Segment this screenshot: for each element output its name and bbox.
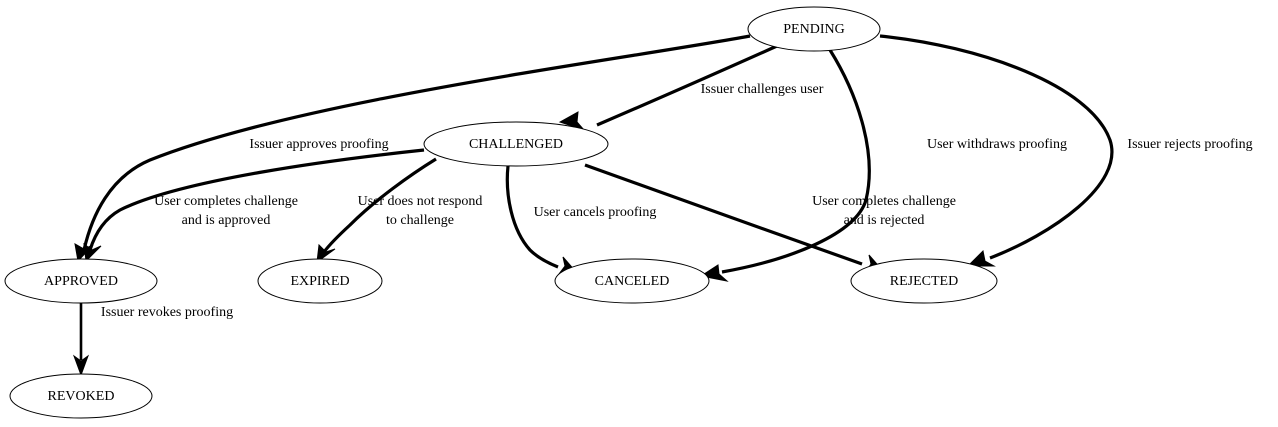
edge-challenged-expired-label-line2: to challenge bbox=[386, 213, 454, 228]
node-pending[interactable]: PENDING bbox=[747, 6, 881, 52]
node-pending-label: PENDING bbox=[783, 22, 844, 37]
node-challenged-label: CHALLENGED bbox=[469, 137, 563, 152]
edge-pending-challenged: Issuer challenges user bbox=[558, 44, 824, 132]
edge-challenged-expired-arrowhead bbox=[316, 243, 336, 264]
node-pending-shape[interactable] bbox=[747, 6, 881, 52]
node-canceled[interactable]: CANCELED bbox=[554, 258, 710, 304]
edge-challenged-expired-path bbox=[322, 157, 437, 253]
node-challenged-shape[interactable] bbox=[423, 121, 609, 167]
edge-challenged-canceled: User cancels proofing bbox=[505, 165, 657, 275]
edge-pending-challenged-label: Issuer challenges user bbox=[701, 82, 824, 97]
edge-approved-revoked: Issuer revokes proofing bbox=[72, 303, 233, 377]
edge-challenged-canceled-label: User cancels proofing bbox=[534, 205, 657, 220]
edge-challenged-approved-label-line2: and is approved bbox=[182, 213, 271, 228]
edge-challenged-rejected-label-line2: and is rejected bbox=[844, 213, 925, 228]
edge-pending-challenged-path bbox=[596, 44, 778, 127]
node-rejected[interactable]: REJECTED bbox=[850, 258, 998, 304]
edge-pending-approved: Issuer approves proofing bbox=[74, 34, 751, 263]
node-expired-label: EXPIRED bbox=[290, 274, 349, 289]
edge-pending-rejected-path bbox=[879, 34, 1114, 260]
node-expired[interactable]: EXPIRED bbox=[257, 258, 383, 304]
edge-pending-rejected-arrowhead bbox=[966, 249, 996, 267]
node-challenged[interactable]: CHALLENGED bbox=[423, 121, 609, 167]
node-rejected-shape[interactable] bbox=[850, 258, 998, 304]
edge-challenged-canceled-path bbox=[505, 165, 559, 269]
edge-approved-revoked-label: Issuer revokes proofing bbox=[101, 305, 233, 320]
edge-pending-approved-path bbox=[82, 34, 751, 251]
edge-pending-canceled-label: User withdraws proofing bbox=[927, 137, 1067, 152]
edge-pending-canceled: User withdraws proofing bbox=[699, 49, 1067, 282]
node-revoked-label: REVOKED bbox=[48, 389, 115, 404]
edge-pending-approved-label: Issuer approves proofing bbox=[249, 137, 388, 152]
edge-challenged-rejected-label-line1: User completes challenge bbox=[812, 194, 956, 209]
edge-challenged-approved-arrowhead bbox=[83, 242, 102, 263]
edge-challenged-rejected-path bbox=[584, 163, 863, 266]
node-revoked-shape[interactable] bbox=[9, 373, 153, 419]
node-rejected-label: REJECTED bbox=[890, 274, 958, 289]
node-expired-shape[interactable] bbox=[257, 258, 383, 304]
edge-challenged-approved-label-line1: User completes challenge bbox=[154, 194, 298, 209]
node-approved[interactable]: APPROVED bbox=[4, 258, 158, 304]
edge-pending-rejected-label: Issuer rejects proofing bbox=[1127, 137, 1252, 152]
node-canceled-shape[interactable] bbox=[554, 258, 710, 304]
edge-approved-revoked-arrowhead bbox=[72, 354, 90, 377]
edge-pending-canceled-path bbox=[721, 49, 871, 274]
node-canceled-label: CANCELED bbox=[595, 274, 670, 289]
edge-pending-rejected: Issuer rejects proofing bbox=[879, 34, 1253, 267]
node-approved-shape[interactable] bbox=[4, 258, 158, 304]
node-approved-label: APPROVED bbox=[44, 274, 118, 289]
edge-challenged-expired-label-line1: User does not respond bbox=[358, 194, 483, 209]
edge-challenged-approved-path bbox=[88, 148, 425, 251]
edge-challenged-expired: User does not respond to challenge bbox=[316, 157, 483, 264]
node-revoked[interactable]: REVOKED bbox=[9, 373, 153, 419]
edge-challenged-approved: User completes challenge and is approved bbox=[83, 148, 425, 263]
